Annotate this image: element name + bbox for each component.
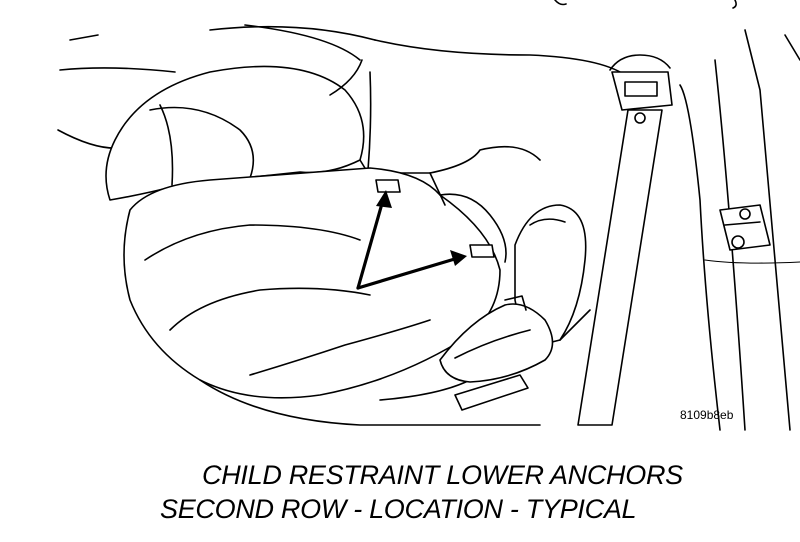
seat-anchor-illustration xyxy=(57,0,800,431)
caption-line-1: CHILD RESTRAINT LOWER ANCHORS xyxy=(202,460,683,490)
top-bracket-fragment xyxy=(554,0,737,9)
seat-cushion xyxy=(123,167,507,399)
pointer-arrows xyxy=(356,190,467,290)
figure-code: 8109b8eb xyxy=(680,408,734,422)
seat-back xyxy=(105,59,541,201)
background-lines xyxy=(57,24,800,431)
door-latch-bracket xyxy=(719,204,771,251)
seat-belt xyxy=(559,54,673,426)
lower-anchor-right xyxy=(469,244,495,258)
side-trim xyxy=(439,204,587,411)
lower-anchor-left xyxy=(375,179,401,193)
caption-line-2: SECOND ROW - LOCATION - TYPICAL xyxy=(160,494,637,524)
